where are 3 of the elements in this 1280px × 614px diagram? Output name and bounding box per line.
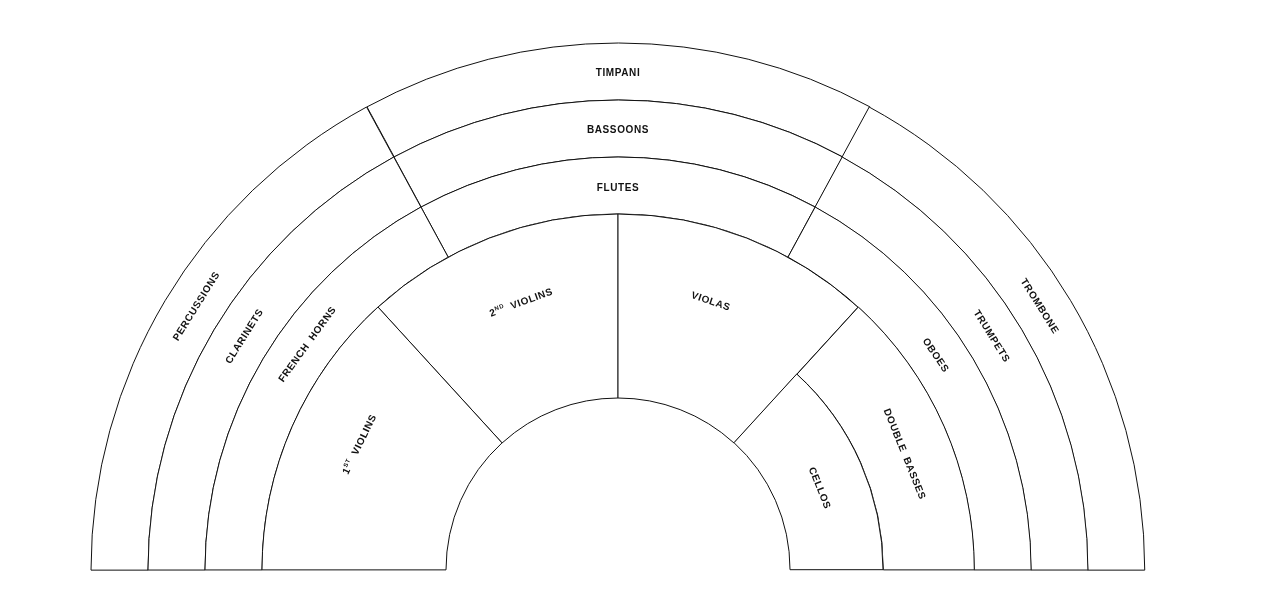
section-label: BASSOONS [586,123,649,135]
section-label: TIMPANI [595,66,641,78]
section-label: FLUTES [596,181,640,193]
